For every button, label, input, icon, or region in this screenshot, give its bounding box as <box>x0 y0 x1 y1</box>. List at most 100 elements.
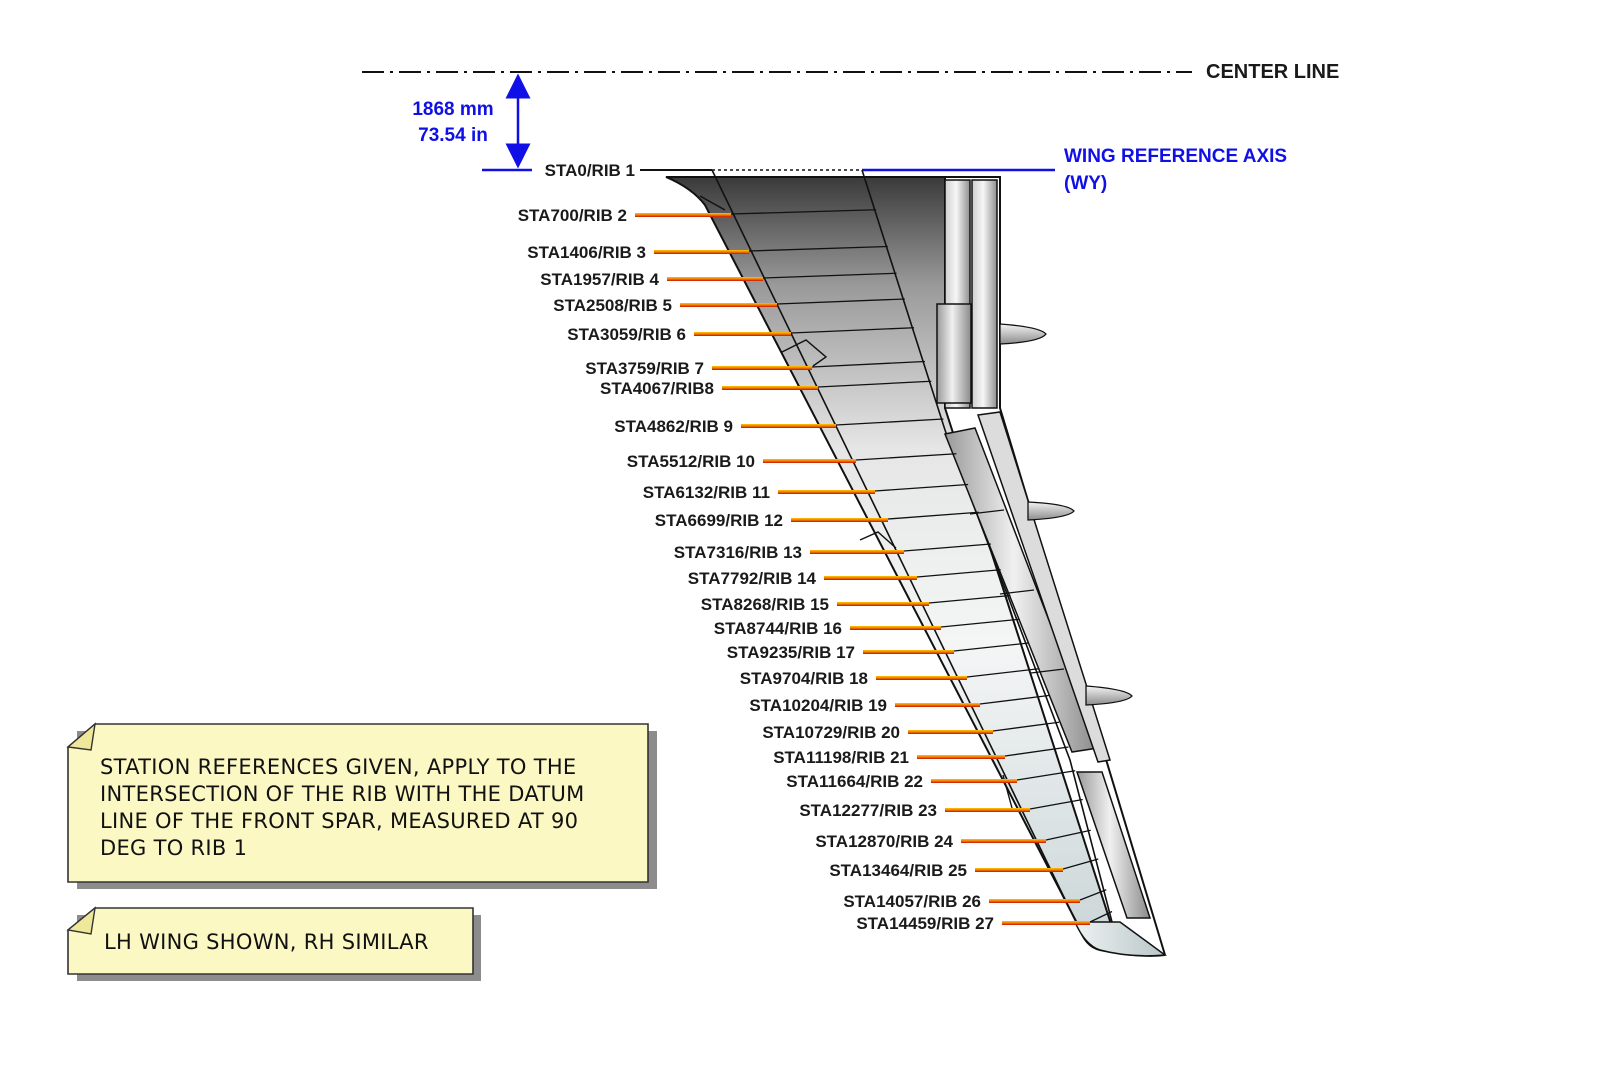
station-leader-line <box>791 518 888 522</box>
rib-lines <box>730 209 1113 923</box>
station-leader-line <box>712 366 812 370</box>
rib-line <box>762 272 897 279</box>
station-leader-line <box>635 213 731 217</box>
aileron <box>1075 771 1152 919</box>
flap-segment-line <box>1030 668 1065 674</box>
dimension-mm: 1868 mm <box>412 99 493 120</box>
station-leader-line <box>908 730 993 734</box>
rib-line <box>1062 858 1099 870</box>
station-label: STA9704/RIB 18 <box>740 669 868 688</box>
station-leader-line <box>810 550 904 554</box>
rib-line <box>730 209 877 215</box>
station-label: STA4067/RIB8 <box>600 379 714 398</box>
station-label: STA14459/RIB 27 <box>856 914 994 933</box>
station-leader-line <box>778 490 875 494</box>
wing-reference-axis-label: WING REFERENCE AXIS <box>1064 146 1287 167</box>
flap-segment-line <box>999 589 1035 595</box>
rib-line <box>903 543 991 552</box>
rib-line <box>874 483 969 492</box>
note-line: INTERSECTION OF THE RIB WITH THE DATUM <box>100 782 585 806</box>
station-leader-line <box>895 703 980 707</box>
rib-line <box>835 418 944 426</box>
station-leader-line <box>975 868 1063 872</box>
station-leader-line <box>763 459 856 463</box>
rib-line <box>790 327 915 334</box>
rib-line <box>1029 798 1083 810</box>
rib-line <box>748 245 888 252</box>
note-line: DEG TO RIB 1 <box>100 836 247 860</box>
rib-line <box>992 721 1060 732</box>
station-label: STA7316/RIB 13 <box>674 543 802 562</box>
station-label: STA11198/RIB 21 <box>773 748 909 767</box>
station-leader-line <box>961 839 1046 843</box>
station-label: STA1957/RIB 4 <box>540 270 659 289</box>
station-label: STA14057/RIB 26 <box>843 892 981 911</box>
rib-line <box>1079 889 1107 901</box>
station-label: STA5512/RIB 10 <box>627 452 755 471</box>
station-label: STA3059/RIB 6 <box>567 325 686 344</box>
station-leader-line <box>1002 921 1090 925</box>
note-line: LINE OF THE FRONT SPAR, MEASURED AT 90 <box>100 809 578 833</box>
inboard-flap-fairing <box>971 179 998 409</box>
flap-track-fairing-1 <box>999 323 1047 345</box>
centerline-offset-dimension: 1868 mm 73.54 in <box>412 73 531 169</box>
station-leader-line <box>863 650 954 654</box>
flap-track-fairing-2 <box>1027 501 1075 521</box>
rib-line <box>940 618 1020 628</box>
inboard-flap-track <box>936 303 972 404</box>
flap-track-fairing-3 <box>1085 685 1133 706</box>
rib-line <box>817 380 932 388</box>
station-leader-line <box>876 676 967 680</box>
note-station-references: STATION REFERENCES GIVEN, APPLY TO THE I… <box>66 722 657 889</box>
station-label: STA4862/RIB 9 <box>614 417 733 436</box>
station-label: STA3759/RIB 7 <box>585 359 704 378</box>
rib-line <box>887 511 979 520</box>
slat-lines <box>699 195 1075 901</box>
station-label: STA10204/RIB 19 <box>749 696 887 715</box>
station-leader-line <box>931 779 1017 783</box>
station-leader-line <box>945 808 1030 812</box>
station-label: STA700/RIB 2 <box>518 206 627 225</box>
station-label: STA10729/RIB 20 <box>762 723 900 742</box>
rib-line <box>855 453 957 461</box>
rib-line <box>1089 910 1113 923</box>
wing-tip <box>1073 921 1168 957</box>
station-leader-line <box>654 250 749 254</box>
station-leader-line <box>667 277 763 281</box>
rib-line <box>1045 829 1091 841</box>
flap-segment-line <box>969 509 1005 515</box>
station-leader-line <box>850 626 941 630</box>
station-label: STA7792/RIB 14 <box>688 569 817 588</box>
rib-line <box>979 694 1049 705</box>
station-label: STA6699/RIB 12 <box>655 511 783 530</box>
station-label: STA2508/RIB 5 <box>553 296 672 315</box>
rib-line <box>966 668 1039 678</box>
note-line: STATION REFERENCES GIVEN, APPLY TO THE <box>100 755 577 779</box>
station-leader-line <box>680 303 777 307</box>
rib-line <box>916 569 1001 578</box>
note-line: LH WING SHOWN, RH SIMILAR <box>104 930 429 954</box>
station-leader-line <box>722 386 818 390</box>
station-label: STA6132/RIB 11 <box>643 483 770 502</box>
station-leader-line <box>989 899 1080 903</box>
rib-line <box>776 298 905 305</box>
dimension-in: 73.54 in <box>418 125 488 146</box>
wing-reference-axis-code: (WY) <box>1064 173 1107 194</box>
rib-line <box>1016 770 1076 781</box>
rear-spar-line <box>861 169 1113 923</box>
wing-reference-axis: WING REFERENCE AXIS (WY) <box>482 146 1287 194</box>
station-leader-line <box>837 602 929 606</box>
rib-line <box>811 360 925 368</box>
rib-line <box>1004 746 1069 757</box>
outboard-flap-trailing <box>976 411 1111 763</box>
station-label: STA9235/RIB 17 <box>727 643 855 662</box>
rib-line <box>953 642 1029 652</box>
note-lh-wing: LH WING SHOWN, RH SIMILAR <box>66 906 481 981</box>
wing-planform <box>665 169 1168 957</box>
station-leader-line <box>741 424 836 428</box>
center-line: CENTER LINE <box>362 61 1339 83</box>
station-label: STA12870/RIB 24 <box>815 832 953 851</box>
station-label: STA11664/RIB 22 <box>786 772 923 791</box>
station-leader-line <box>824 576 917 580</box>
